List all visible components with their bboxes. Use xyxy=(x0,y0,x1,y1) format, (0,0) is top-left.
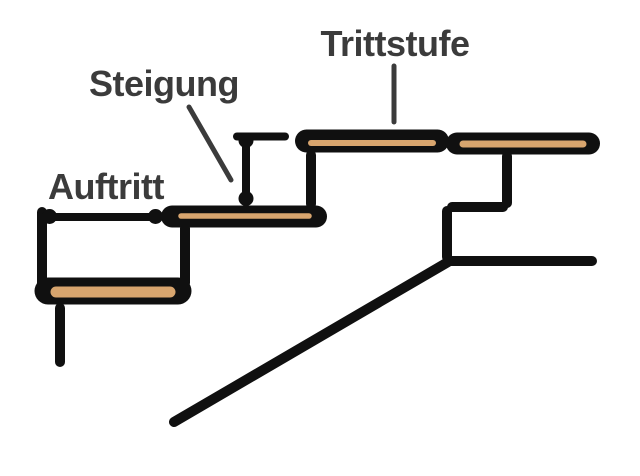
steigung-leader-line xyxy=(186,104,234,183)
steigung-label: Steigung xyxy=(89,63,239,104)
auftritt-dimension xyxy=(42,209,163,224)
tread-upper-right xyxy=(446,132,600,155)
stringer-diagonal-underside xyxy=(169,257,453,427)
stringer-outline xyxy=(169,151,597,427)
stair-structure xyxy=(34,129,600,427)
tread-bottom xyxy=(34,277,192,305)
trittstufe-label: Trittstufe xyxy=(320,23,469,64)
auftritt-label: Auftritt xyxy=(48,166,164,207)
dimension-end-dot xyxy=(238,133,254,148)
steigung-dimension xyxy=(233,132,289,206)
dimension-end-dot xyxy=(238,191,254,206)
dimension-end-dot xyxy=(42,209,57,224)
dimension-end-dot xyxy=(148,209,163,224)
tread-upper-left xyxy=(295,129,449,153)
tread-middle xyxy=(161,205,327,228)
